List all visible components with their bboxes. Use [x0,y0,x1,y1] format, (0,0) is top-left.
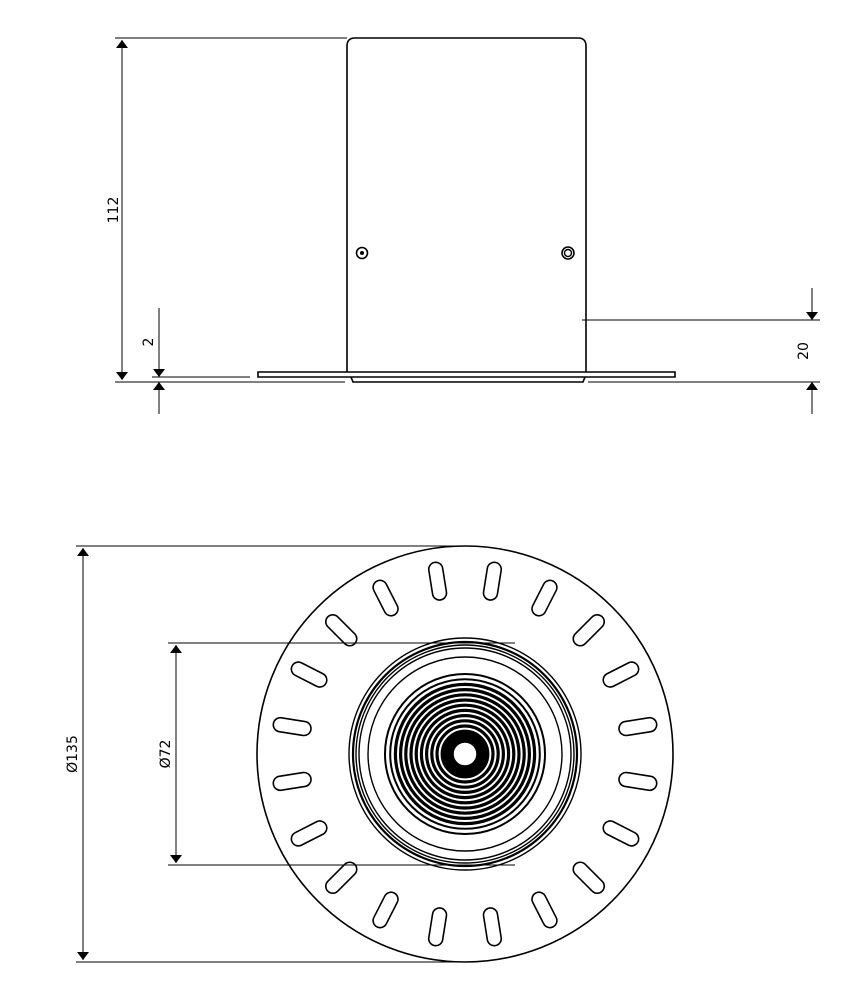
slot [427,907,448,947]
slot [427,561,448,601]
slot [572,613,606,647]
lens-ring [399,687,532,820]
lens-ring [414,703,516,805]
slot [602,820,640,847]
lens-ring [419,708,511,800]
lens-ring [384,673,546,835]
housing-ring [355,644,575,864]
slot [482,561,503,601]
lens-ring [435,724,495,784]
front-view: 112 2 20 [106,37,820,414]
slot [531,891,558,929]
slot [572,861,606,895]
slot [372,579,399,617]
dim-outer-label: Ø135 [65,735,81,773]
housing-ring [367,656,563,852]
center-rings [348,637,582,871]
dim-height-label: 112 [106,197,122,224]
dim-thickness-label: 2 [141,338,157,347]
dim-base-label: 20 [796,342,812,360]
slot [602,661,640,688]
slot [324,861,358,895]
slot [482,907,503,947]
housing-ring [348,637,582,871]
slot-ring [272,561,658,947]
slot [531,579,558,617]
center-hole [452,741,478,767]
screw-right-icon [561,246,575,260]
lens-ring [389,678,541,830]
lens-ring [440,729,490,779]
lens-ring [404,693,526,815]
slot [372,891,399,929]
cylinder-body [346,37,587,372]
slot [618,771,658,792]
top-view: Ø135 Ø72 [65,545,674,963]
slot [290,820,328,847]
housing-ring [351,640,579,868]
slot [618,716,658,737]
slot [272,716,312,737]
lens-ring [430,719,500,789]
housing-ring [358,647,572,861]
lens-ring [409,698,521,810]
dim-inner-label: Ø72 [158,740,174,769]
flange-base [350,376,586,383]
slot [290,661,328,688]
lens-ring [393,682,537,826]
slot [272,771,312,792]
slot [324,613,358,647]
screw-left-icon [355,246,369,260]
flange-outer [257,371,676,378]
lens-ring [425,713,506,794]
